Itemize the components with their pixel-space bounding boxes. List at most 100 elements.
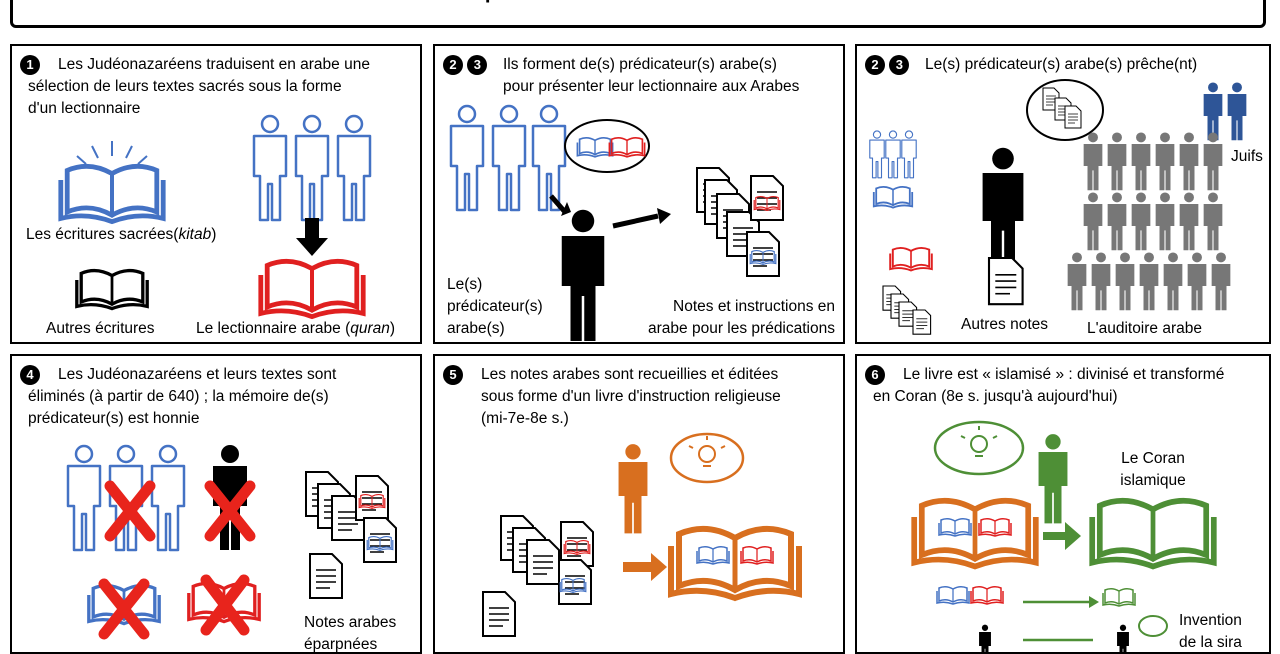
- heading-line: éliminés (à partir de 640) ; la mémoire …: [28, 388, 329, 405]
- heading-line: prédicateur(s) est honnie: [28, 410, 200, 427]
- idea-bubble-icon: [669, 432, 745, 484]
- audience-person-icon: [1083, 192, 1103, 251]
- panel-step-6: 6 Le livre est « islamisé » : divinisé e…: [855, 354, 1271, 654]
- panel-heading: 5 Les notes arabes sont recueillies et é…: [443, 364, 837, 427]
- panel-heading: 2 3 Ils forment de(s) prédicateur(s) ara…: [443, 54, 837, 95]
- audience-person-icon: [1163, 252, 1183, 311]
- step-badge: 3: [889, 55, 910, 75]
- arrow-icon: [549, 194, 567, 214]
- step-badge: 1: [20, 55, 40, 75]
- sacred-book-icon: [61, 141, 163, 222]
- heading-line: Les notes arabes sont recueillies et édi…: [481, 366, 779, 383]
- heading-line: Le livre est « islamisé » : divinisé et …: [903, 366, 1225, 383]
- label-jews: Juifs: [1231, 148, 1263, 165]
- heading-line: Les Judéonazaréens et leurs textes sont: [58, 366, 337, 383]
- speech-bubble-icon: [564, 119, 650, 173]
- panel-step-1: 1 Les Judéonazaréens traduisent en arabe…: [10, 44, 422, 344]
- panel-heading: 1 Les Judéonazaréens traduisent en arabe…: [20, 54, 414, 117]
- judeonazarenes-group-icon: [449, 104, 567, 212]
- step-badge: 2: [865, 55, 885, 75]
- audience-person-icon: [1155, 132, 1175, 191]
- panel-heading: 2 3 Le(s) prédicateur(s) arabe(s) prêche…: [865, 54, 1263, 76]
- lectionary-icon: [889, 246, 933, 272]
- audience-person-icon: [1091, 252, 1111, 311]
- step-badge: 3: [467, 55, 488, 75]
- label-preacher: Le(s)prédicateur(s)arabe(s): [447, 276, 543, 337]
- heading-line: pour présenter leur lectionnaire aux Ara…: [503, 78, 800, 95]
- step-badge: 5: [443, 365, 463, 385]
- arrow-right-icon: [623, 553, 667, 581]
- panel-1-illustration: [12, 114, 372, 344]
- panel-heading: 6 Le livre est « islamisé » : divinisé e…: [865, 364, 1263, 405]
- audience-person-icon: [1139, 252, 1159, 311]
- audience-person-icon: [1203, 192, 1223, 251]
- idea-bubble-icon: [933, 420, 1025, 476]
- editor-person-icon: [618, 444, 648, 534]
- panel-step-2-3b: 2 3 Le(s) prédicateur(s) arabe(s) prêche…: [855, 44, 1271, 344]
- arabic-lectionary-icon: [261, 261, 363, 316]
- audience-person-icon: [1107, 192, 1127, 251]
- heading-line: sélection de leurs textes sacrés sous la…: [28, 78, 342, 95]
- heading-line: en Coran (8e s. jusqu'à aujourd'hui): [873, 388, 1118, 405]
- arabic-preacher-icon: [982, 147, 1024, 274]
- lightbulb-icon: [688, 436, 726, 467]
- instruction-book-icon: [671, 529, 799, 598]
- audience-person-icon: [1131, 192, 1151, 251]
- label-arab-audience: L'auditoire arabe: [1087, 320, 1202, 337]
- arab-audience-icon: [1067, 132, 1231, 311]
- notes-documents-icon: [696, 167, 784, 277]
- audience-person-icon: [1187, 252, 1207, 311]
- heading-line: Les Judéonazaréens traduisent en arabe u…: [58, 56, 370, 73]
- judeonazarenes-group-icon: [252, 114, 372, 222]
- other-scriptures-icon: [75, 268, 149, 311]
- panel-step-4: 4 Les Judéonazaréens et leurs textes son…: [10, 354, 422, 654]
- other-notes-icon: [987, 256, 1024, 306]
- audience-person-icon: [1179, 192, 1199, 251]
- audience-person-icon: [1067, 252, 1087, 311]
- jews-icon: [1203, 82, 1247, 141]
- audience-person-icon: [1155, 192, 1175, 251]
- lightbulb-icon: [960, 426, 998, 457]
- heading-line: Ils forment de(s) prédicateur(s) arabe(s…: [503, 56, 777, 73]
- heading-line: Le(s) prédicateur(s) arabe(s) prêche(nt): [925, 56, 1198, 73]
- judeonazarenes-small-icon: [869, 130, 917, 209]
- arabic-preacher-icon: [561, 209, 605, 341]
- label-other-notes: Autres notes: [961, 316, 1049, 333]
- panel-step-2-3: 2 3 Ils forment de(s) prédicateur(s) ara…: [433, 44, 845, 344]
- cross-out-icon: [98, 480, 256, 640]
- audience-person-icon: [1203, 132, 1223, 191]
- audience-person-icon: [1115, 252, 1135, 311]
- label-lectionary: Le lectionnaire arabe (quran): [196, 320, 396, 337]
- heading-line: d'un lectionnaire: [28, 100, 141, 117]
- arrow-right-icon: [1043, 522, 1081, 550]
- notes-documents-icon: [305, 471, 397, 599]
- audience-person-icon: [1107, 132, 1127, 191]
- islamic-quran-icon: [1092, 501, 1214, 567]
- label-scriptures: Les écritures sacrées(kitab): [26, 226, 217, 243]
- islamizer-person-icon: [1038, 434, 1068, 524]
- audience-person-icon: [1083, 132, 1103, 191]
- heading-line: sous forme d'un livre d'instruction reli…: [481, 388, 781, 405]
- audience-person-icon: [1211, 252, 1231, 311]
- panel-3-illustration: [869, 79, 1247, 335]
- panel-heading: 4 Les Judéonazaréens et leurs textes son…: [20, 364, 414, 427]
- panel-step-5: 5 Les notes arabes sont recueillies et é…: [433, 354, 845, 654]
- heading-line: (mi-7e-8e s.): [481, 410, 569, 427]
- panel-4-illustration: [66, 444, 397, 640]
- notes-documents-icon: [882, 285, 932, 335]
- audience-person-icon: [1131, 132, 1151, 191]
- step-badge: 6: [865, 365, 885, 385]
- notes-documents-icon: [482, 515, 594, 637]
- step-badge: 4: [20, 365, 40, 385]
- panel-5-illustration: [482, 432, 845, 637]
- arrow-icon: [612, 213, 659, 229]
- page-title: Les étapes de la formation du Coran: [13, 0, 1263, 13]
- instruction-book-icon: [914, 501, 1036, 567]
- label-other-scriptures: Autres écritures: [46, 320, 155, 337]
- arrow-down-icon: [296, 218, 328, 256]
- audience-person-icon: [1179, 132, 1199, 191]
